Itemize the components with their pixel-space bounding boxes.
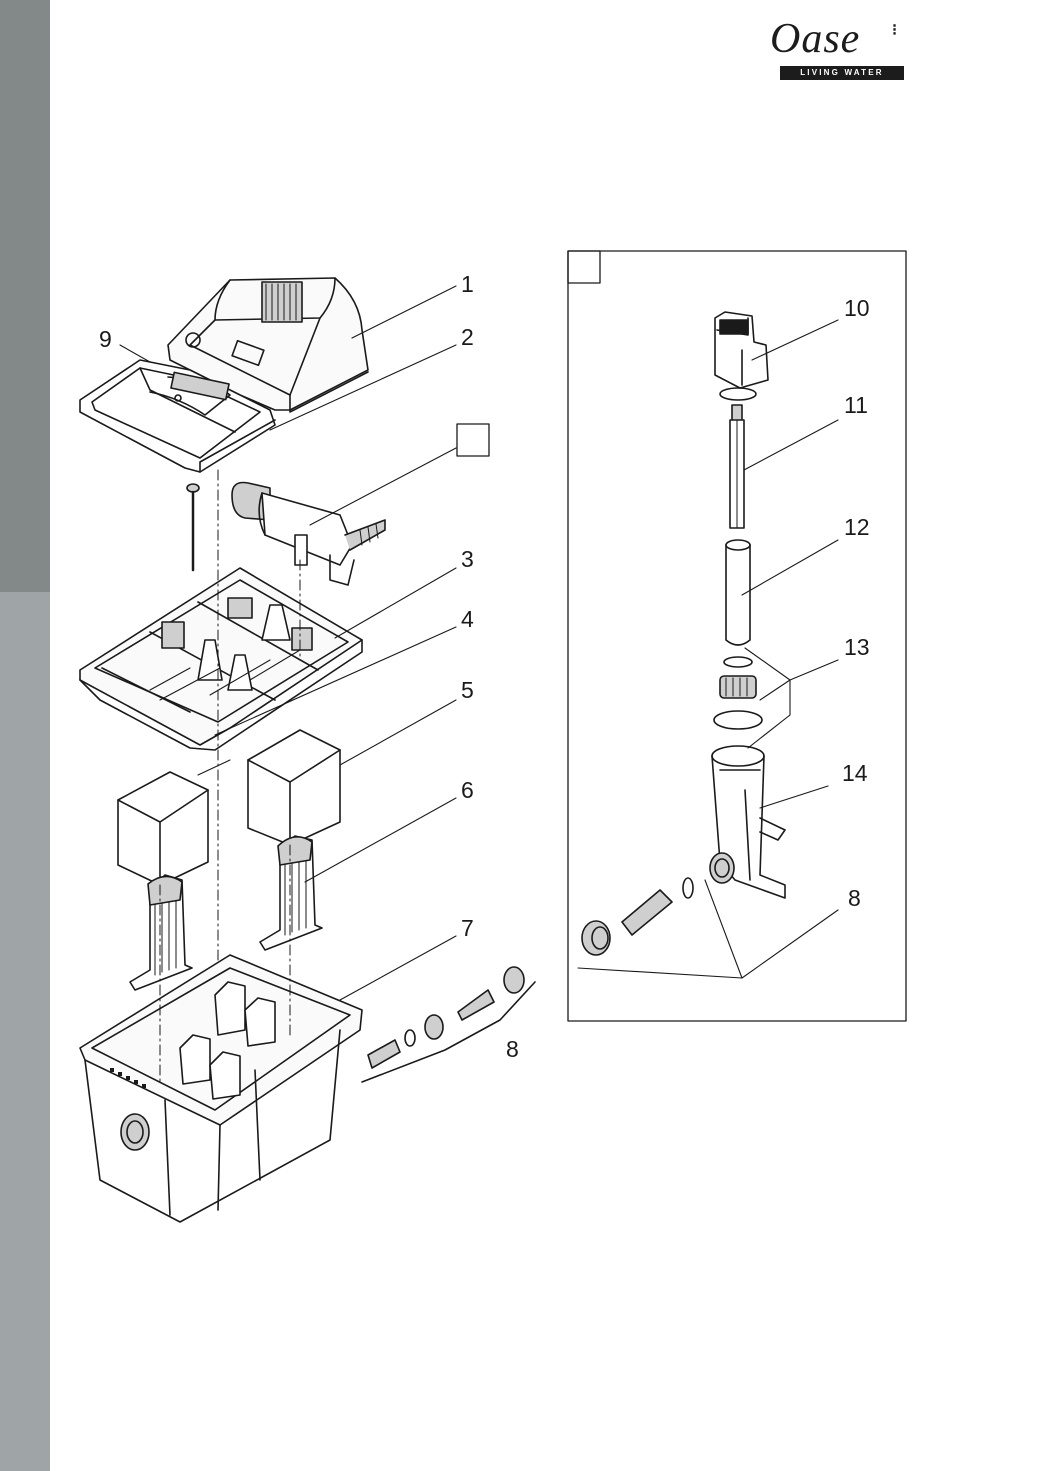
callout-7: 7 bbox=[461, 915, 474, 941]
part-filter-bin bbox=[79, 954, 363, 1223]
callout-labels-inset: 10 11 12 13 14 8 bbox=[842, 295, 870, 911]
callout-2: 2 bbox=[461, 324, 474, 350]
inset-panel bbox=[567, 250, 907, 1022]
inset-reference-box bbox=[456, 423, 490, 457]
callout-6: 6 bbox=[461, 777, 474, 803]
callout-11: 11 bbox=[844, 392, 868, 418]
part-lamp-socket bbox=[714, 311, 769, 401]
callout-labels-main: 1 2 3 4 5 6 7 8 9 bbox=[99, 271, 519, 1062]
callout-13: 13 bbox=[844, 634, 870, 660]
leader-lines-main bbox=[119, 285, 457, 1001]
callout-9: 9 bbox=[99, 326, 112, 352]
callout-4: 4 bbox=[461, 606, 474, 632]
brand-droplet-icon: ⁝ bbox=[892, 22, 898, 39]
brand-wordmark: Oase bbox=[770, 16, 861, 62]
assembly-guide-lines bbox=[159, 469, 301, 1086]
part-uv-lamp bbox=[729, 404, 745, 529]
part-uvc-unit bbox=[231, 481, 386, 586]
part-uv-lid bbox=[167, 277, 369, 413]
sidebar-band-top bbox=[0, 0, 50, 592]
callout-3: 3 bbox=[461, 546, 474, 572]
brand-logo: Oase ⁝ LIVING WATER bbox=[766, 14, 906, 84]
callout-14: 14 bbox=[842, 760, 868, 786]
callout-12: 12 bbox=[844, 514, 870, 540]
callout-8: 8 bbox=[506, 1036, 519, 1062]
part-foam-blocks bbox=[117, 729, 341, 886]
part-sponge-tray bbox=[79, 567, 363, 751]
callout-1: 1 bbox=[461, 271, 474, 297]
part-seal-set bbox=[713, 656, 763, 730]
part-clip-rod bbox=[186, 483, 200, 572]
part-inset-connector bbox=[581, 877, 694, 956]
part-quartz-glass bbox=[725, 539, 751, 646]
part-lamp-housing bbox=[709, 745, 786, 899]
inset-panel-label-box bbox=[567, 250, 601, 284]
callout-5: 5 bbox=[461, 677, 474, 703]
brand-tagline: LIVING WATER bbox=[780, 66, 904, 80]
part-hose-connectors bbox=[361, 966, 536, 1083]
callout-10: 10 bbox=[844, 295, 870, 321]
leader-lines-inset bbox=[577, 319, 839, 979]
callout-8-inset: 8 bbox=[848, 885, 861, 911]
sidebar-band-bottom bbox=[0, 592, 50, 1471]
part-front-lid bbox=[79, 359, 276, 473]
part-brush-holders bbox=[129, 835, 323, 991]
